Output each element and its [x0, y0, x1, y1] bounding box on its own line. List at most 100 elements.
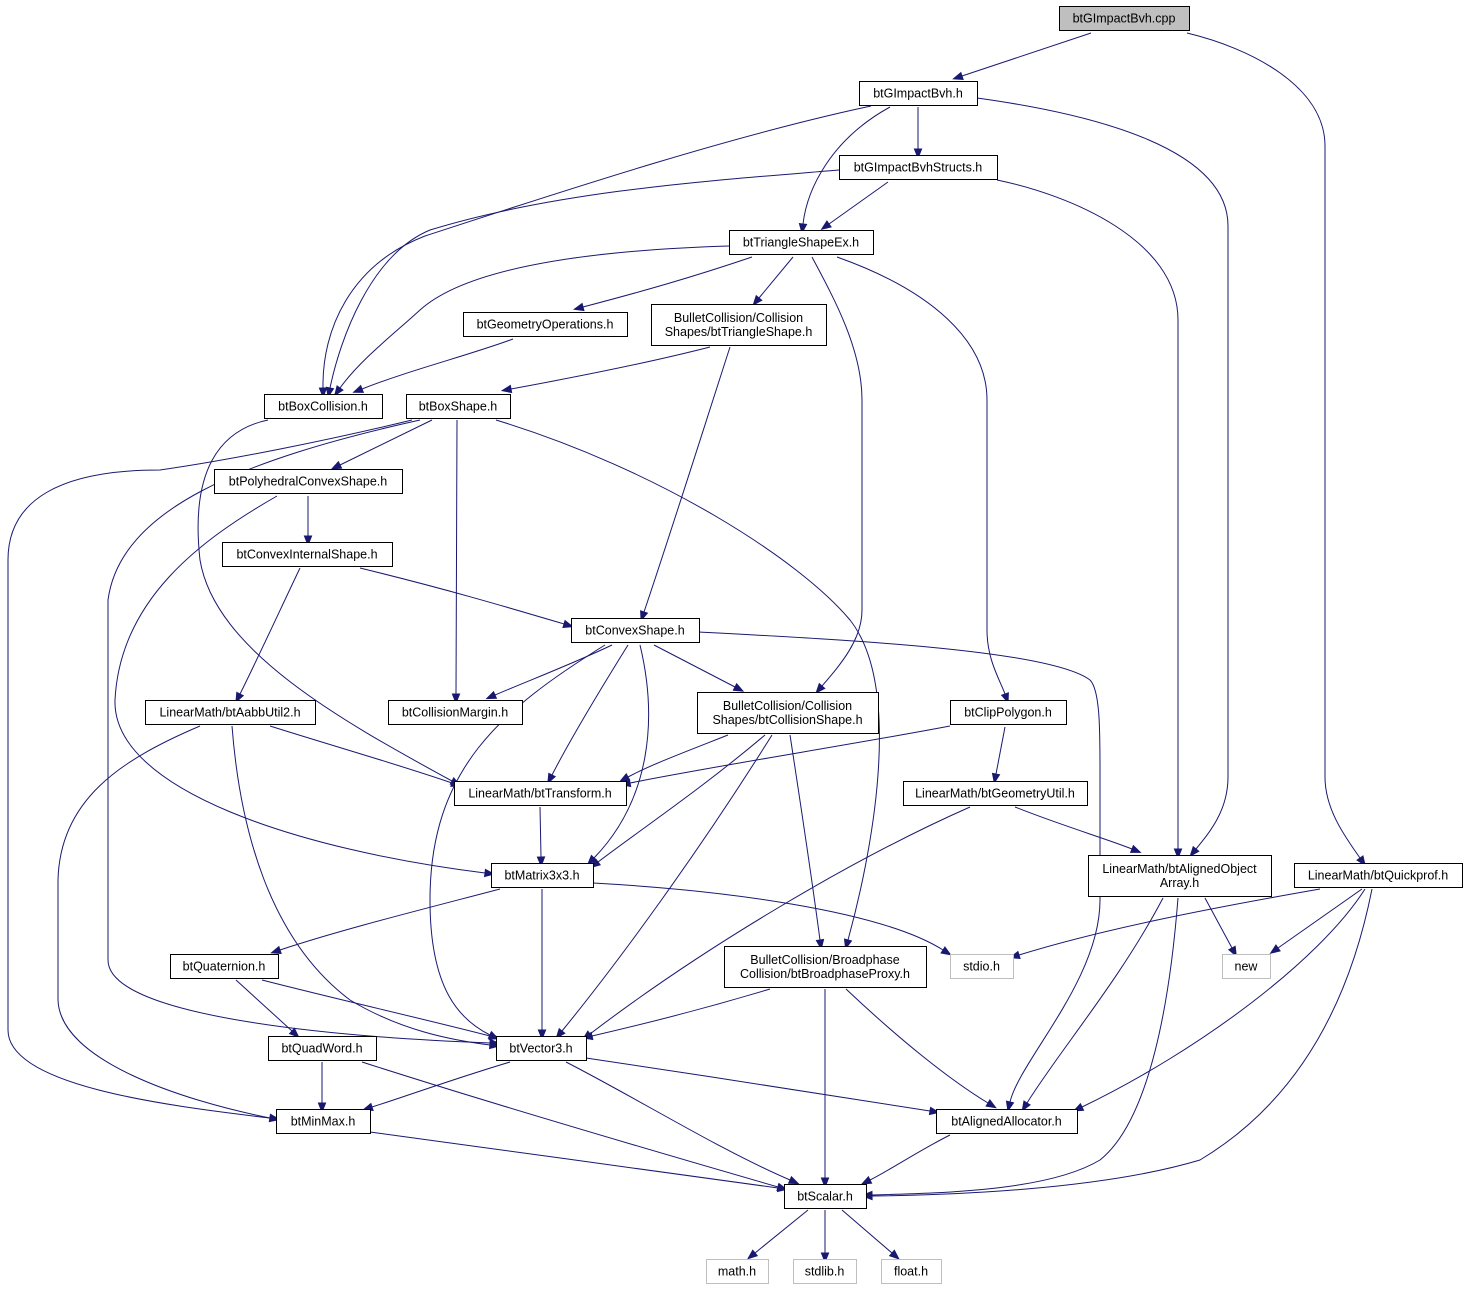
- edge-line: [1018, 888, 1321, 956]
- edge-alignedarr-to-scalar: [861, 897, 1179, 1200]
- node-box: [463, 312, 628, 337]
- arrowhead: [991, 772, 1001, 785]
- node-polyconvex[interactable]: btPolyhedralConvexShape.h: [214, 469, 403, 494]
- edge-quadword-to-scalar: [361, 1061, 788, 1192]
- edge-line: [789, 734, 821, 941]
- edge-line: [235, 979, 293, 1032]
- node-box: [950, 700, 1067, 725]
- arrowhead: [488, 1040, 501, 1050]
- edge-scalar-to-float: [841, 1209, 900, 1260]
- edge-vector3-to-minmax: [362, 1061, 511, 1111]
- edge-aabbutil-to-vector3: [231, 725, 501, 1050]
- node-scalar[interactable]: btScalar.h: [784, 1184, 867, 1209]
- edge-gimpactbvh-to-bvhstructs: [913, 107, 923, 160]
- node-bproxy[interactable]: BulletCollision/BroadphaseCollision/btBr…: [724, 946, 927, 988]
- node-collshape[interactable]: BulletCollision/CollisionShapes/btCollis…: [697, 692, 879, 734]
- arrowhead: [352, 384, 365, 393]
- edge-line: [1026, 897, 1164, 1104]
- node-label: btCollisionMargin.h: [402, 706, 508, 720]
- node-triex[interactable]: btTriangleShapeEx.h: [729, 230, 874, 255]
- node-collmargin[interactable]: btCollisionMargin.h: [388, 700, 523, 725]
- node-aabbutil[interactable]: LinearMath/btAabbUtil2.h: [145, 700, 316, 725]
- node-allocator[interactable]: btAlignedAllocator.h: [936, 1109, 1078, 1134]
- node-box: [950, 954, 1014, 979]
- node-minmax[interactable]: btMinMax.h: [276, 1109, 371, 1134]
- arrowhead: [860, 1175, 873, 1185]
- arrowhead: [985, 1099, 997, 1109]
- edge-allocator-to-scalar: [860, 1134, 951, 1185]
- node-label: Shapes/btCollisionShape.h: [712, 713, 862, 727]
- node-label: BulletCollision/Collision: [723, 699, 852, 713]
- edge-line: [561, 734, 773, 1032]
- arrowhead: [562, 619, 574, 629]
- node-trishape[interactable]: BulletCollision/CollisionShapes/btTriang…: [651, 304, 827, 346]
- edge-line: [585, 1057, 931, 1112]
- arrowhead: [1005, 1100, 1015, 1113]
- node-label: BulletCollision/Broadphase: [750, 953, 899, 967]
- node-label: btQuadWord.h: [281, 1042, 362, 1056]
- edge-convexshape-to-collmargin: [485, 644, 613, 700]
- edge-line: [114, 495, 486, 874]
- arrowhead: [536, 856, 546, 868]
- node-vector3[interactable]: btVector3.h: [496, 1036, 587, 1061]
- edge-line: [592, 882, 944, 951]
- node-convexshape[interactable]: btConvexShape.h: [571, 618, 700, 643]
- node-label: btVector3.h: [509, 1042, 572, 1056]
- edge-convexint-to-convexshape: [359, 567, 574, 629]
- edge-line: [57, 725, 271, 1119]
- edge-vector3-to-allocator: [585, 1057, 941, 1116]
- edge-line: [322, 105, 872, 389]
- node-box: [697, 692, 879, 734]
- edge-boxshape-to-polyconvex: [330, 419, 433, 470]
- edge-gimpactbvh-to-alignedarr: [976, 97, 1229, 857]
- edge-alignedarr-to-new: [1204, 897, 1237, 958]
- node-new: new: [1222, 954, 1271, 979]
- node-box: [724, 946, 927, 988]
- node-boxshape[interactable]: btBoxShape.h: [406, 394, 511, 419]
- arrowhead: [1227, 945, 1237, 958]
- node-transform[interactable]: LinearMath/btTransform.h: [454, 781, 627, 806]
- edge-clippoly-to-geomutil: [991, 726, 1006, 785]
- node-clippoly[interactable]: btClipPolygon.h: [950, 700, 1067, 725]
- edge-geomutil-to-vector3: [581, 806, 971, 1041]
- edge-line: [754, 1209, 809, 1254]
- node-quadword[interactable]: btQuadWord.h: [268, 1036, 377, 1061]
- edge-line: [495, 419, 880, 941]
- edge-line: [494, 644, 613, 696]
- node-bvhstructs[interactable]: btGImpactBvhStructs.h: [839, 155, 998, 180]
- edge-collshape-to-vector3: [555, 734, 773, 1040]
- edge-line: [629, 725, 951, 784]
- node-label: btMatrix3x3.h: [504, 869, 579, 883]
- edge-quickprof-to-scalar: [861, 888, 1373, 1201]
- node-label: btPolyhedralConvexShape.h: [229, 475, 387, 489]
- edge-line: [455, 419, 458, 695]
- edge-line: [871, 897, 1179, 1196]
- arrowhead: [618, 772, 631, 782]
- arrowhead: [537, 1029, 547, 1041]
- node-quaternion[interactable]: btQuaternion.h: [170, 954, 279, 979]
- edge-line: [591, 988, 771, 1037]
- arrowhead: [1189, 845, 1200, 857]
- node-label: btGeometryOperations.h: [477, 318, 614, 332]
- node-geomutil[interactable]: LinearMath/btGeometryUtil.h: [903, 781, 1088, 806]
- node-matrix[interactable]: btMatrix3x3.h: [491, 863, 594, 888]
- node-box: [454, 781, 627, 806]
- arrowhead: [746, 1249, 759, 1260]
- arrowhead: [333, 385, 344, 397]
- node-convexint[interactable]: btConvexInternalShape.h: [222, 542, 393, 567]
- node-boxcoll[interactable]: btBoxCollision.h: [264, 394, 383, 419]
- node-gimpactbvh[interactable]: btGImpactBvh.h: [859, 81, 978, 106]
- node-quickprof[interactable]: LinearMath/btQuickprof.h: [1294, 863, 1463, 888]
- node-label: btConvexInternalShape.h: [236, 548, 377, 562]
- edge-line: [339, 419, 433, 466]
- edge-line: [828, 181, 889, 225]
- edge-convexshape-to-collshape: [653, 644, 745, 692]
- node-geomops[interactable]: btGeometryOperations.h: [463, 312, 628, 337]
- node-label: math.h: [718, 1265, 756, 1279]
- arrowhead: [820, 220, 832, 231]
- edge-gimpactbvh-to-triex: [798, 106, 891, 235]
- edge-line: [1014, 806, 1133, 850]
- node-root[interactable]: btGImpactBvh.cpp: [1059, 6, 1190, 31]
